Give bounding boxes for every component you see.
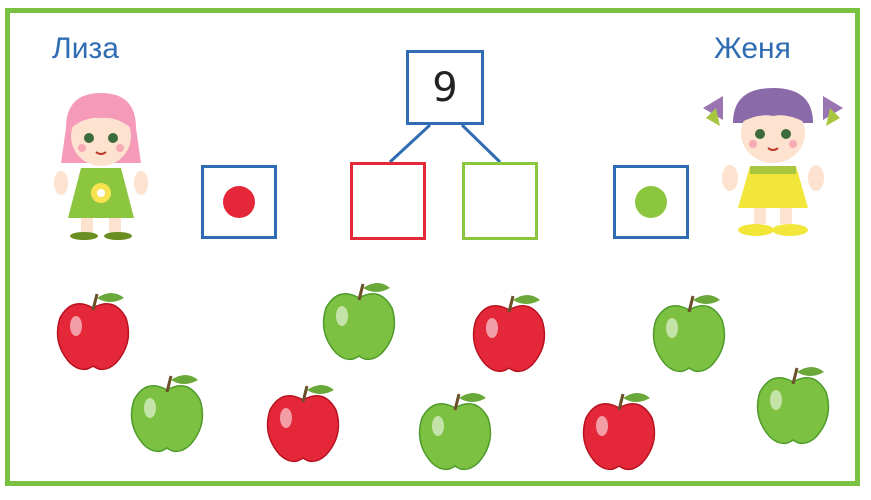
green-apple-icon (126, 370, 208, 455)
red-symbol-box (201, 165, 277, 239)
green-apple-icon (752, 362, 834, 447)
girl-liza-icon (46, 88, 156, 243)
red-apple-icon (262, 380, 344, 465)
green-answer-box[interactable] (462, 162, 538, 240)
green-symbol-box (613, 165, 689, 239)
green-apple-icon (414, 388, 496, 473)
green-apple-icon (648, 290, 730, 375)
red-answer-box[interactable] (350, 162, 426, 240)
red-apple-icon (578, 388, 660, 473)
red-dot-icon (223, 186, 255, 218)
red-apple-icon (468, 290, 550, 375)
girl-zhenya-icon (698, 78, 848, 243)
red-apple-icon (52, 288, 134, 373)
green-dot-icon (635, 186, 667, 218)
total-box: 9 (406, 50, 484, 125)
green-apple-icon (318, 278, 400, 363)
